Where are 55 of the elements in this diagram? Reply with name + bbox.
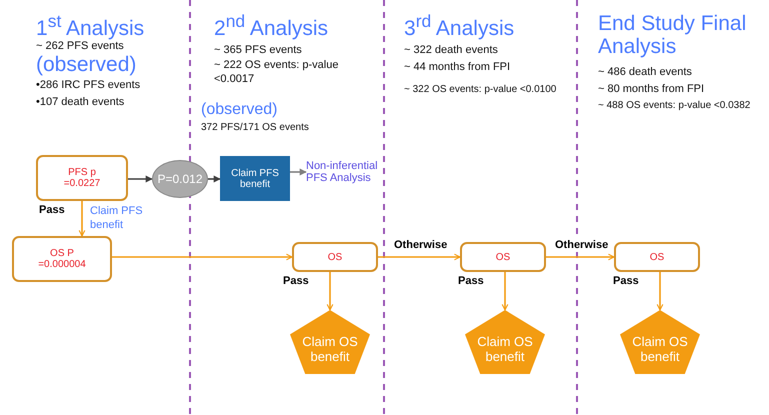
arrow	[290, 168, 307, 176]
claim-pentagon	[620, 310, 700, 374]
claim-box	[220, 156, 290, 201]
node-text: Claim OS benefit	[476, 334, 534, 364]
arrow	[378, 254, 461, 260]
node-text: Non-inferential PFS Analysis	[306, 160, 379, 184]
process-box	[36, 155, 128, 201]
note-text: ~ 80 months from FPI	[598, 83, 706, 97]
note-text: ~ 365 PFS events	[214, 44, 303, 58]
arrow	[502, 272, 508, 311]
node-text: OS	[328, 252, 342, 262]
claim-pentagon	[290, 310, 370, 374]
arrow	[128, 176, 153, 182]
edge-label: Pass	[38, 204, 66, 216]
note-text: ~ 44 months from FPI	[404, 61, 512, 75]
edge-note: Claim PFS benefit	[90, 205, 144, 232]
note-text: ~ 322 death events	[404, 44, 499, 58]
edge-label: Pass	[612, 275, 640, 287]
heading: End Study Final Analysis	[598, 12, 748, 58]
node-text: PFS p =0.0227	[62, 167, 102, 189]
claim-pentagon	[465, 310, 545, 374]
note-text: •286 IRC PFS events	[36, 79, 142, 93]
heading: 1$^{st}$ Analysis	[36, 12, 146, 40]
arrow	[326, 272, 334, 311]
process-box	[614, 242, 700, 272]
arrow	[78, 201, 86, 237]
edge-label: Pass	[457, 275, 485, 287]
observed-heading: (observed)	[36, 53, 138, 76]
edge-label: Otherwise	[393, 239, 448, 251]
node-text: Claim PFS benefit	[230, 168, 280, 190]
process-box	[12, 236, 112, 282]
node-text: OS	[496, 252, 510, 262]
edge-label: Pass	[282, 275, 310, 287]
note-text: ~ 488 OS events: p-value <0.0382	[598, 100, 752, 112]
heading: 3$^{rd}$ Analysis	[404, 12, 516, 40]
arrow	[112, 254, 293, 260]
arrow	[546, 254, 615, 260]
node-text: OS	[650, 252, 664, 262]
note-text: ~ 222 OS events: p-value <0.0017	[214, 59, 340, 86]
node-text: Claim OS benefit	[631, 334, 689, 364]
observed-heading: (observed)	[201, 100, 278, 120]
node-text: P=0.012	[157, 172, 203, 186]
arrow	[656, 272, 664, 311]
node-text: Claim OS benefit	[301, 334, 359, 364]
process-box	[460, 242, 546, 272]
node-text: OS P =0.000004	[37, 248, 87, 270]
note-text: •107 death events	[36, 96, 126, 110]
note-text: ~ 486 death events	[598, 66, 693, 80]
note-text: ~ 322 OS events: p-value <0.0100	[404, 84, 558, 96]
heading: 2$^{nd}$ Analysis	[214, 12, 330, 40]
process-box	[292, 242, 378, 272]
note-text: ~ 262 PFS events	[36, 40, 125, 54]
edge-label: Otherwise	[554, 239, 610, 251]
note-text: 372 PFS/171 OS events	[201, 122, 310, 134]
arrow	[208, 176, 221, 182]
